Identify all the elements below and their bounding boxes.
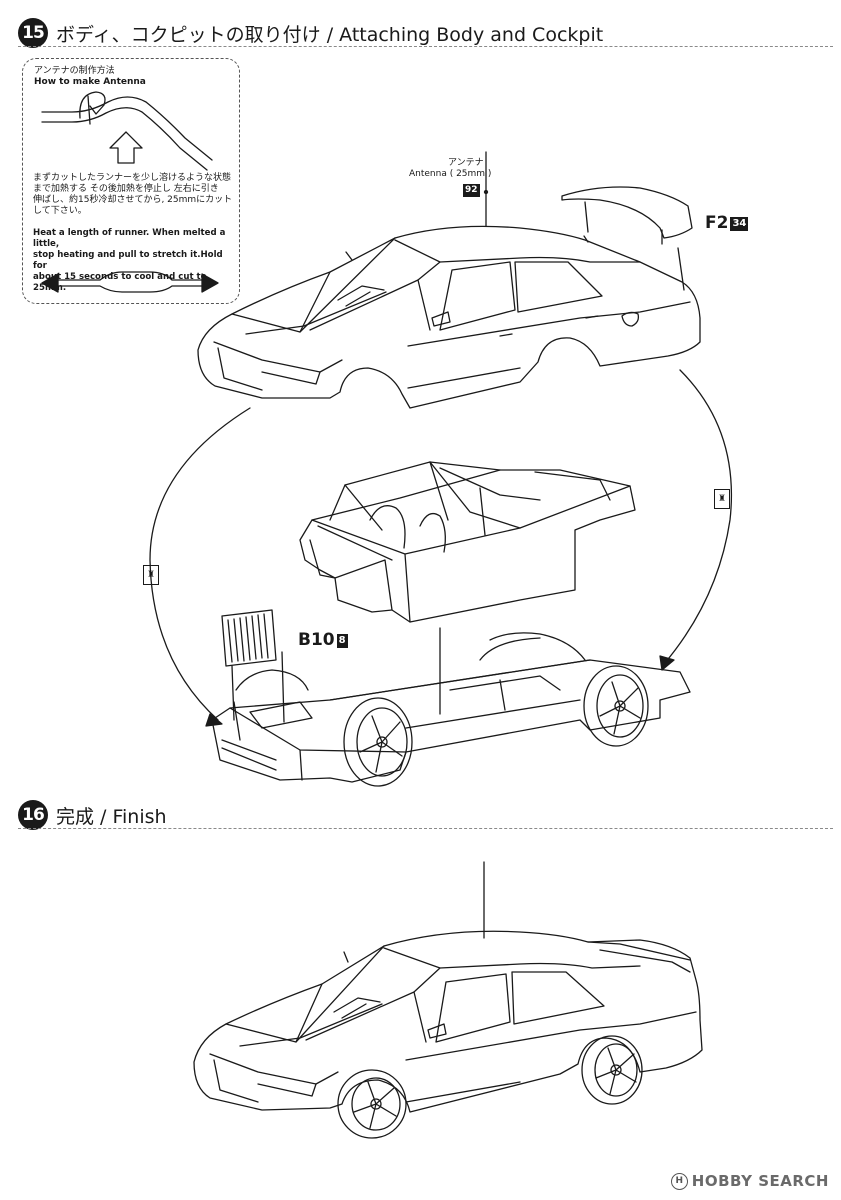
finished-car-body [193, 930, 703, 1113]
step-15-header: 15 ボディ、コクピットの取り付け / Attaching Body and C… [18, 18, 603, 48]
hobby-search-logo-text: HOBBY SEARCH [691, 1172, 829, 1190]
antenna-label-ja: アンテナ [448, 158, 484, 168]
radiator-part [221, 609, 285, 723]
chassis-part [211, 632, 691, 787]
antenna-howto-title-ja: アンテナの制作方法 [34, 66, 115, 76]
footer-watermark: H HOBBY SEARCH [670, 1172, 829, 1190]
hobby-search-logo-icon: H [670, 1172, 688, 1190]
antenna-howto-text-en-line: Heat a length of runner. When melted a l… [33, 228, 226, 249]
antenna-howto-text-en-line: stop heating and pull to stretch it.Hold… [33, 250, 223, 271]
antenna-howto-text-ja-line: して下さい。 [33, 206, 87, 216]
part-f2-badge: 34 [730, 217, 749, 231]
antenna-howto-callout [22, 58, 240, 304]
part-f2-code: F2 [705, 213, 729, 233]
antenna-howto-text-ja-line: まずカットしたランナーを少し溶けるような状態 [33, 173, 232, 183]
runner-stretch-diagram [41, 91, 219, 293]
step-16-divider [18, 828, 833, 829]
antenna-part-badge: 92 [461, 180, 480, 199]
step-15-title: ボディ、コクピットの取り付け / Attaching Body and Cock… [56, 23, 604, 46]
step-15-number: 15 [18, 18, 48, 48]
arrow-body-to-chassis-left [149, 407, 251, 721]
antenna-howto-title-en: How to make Antenna [34, 77, 146, 87]
arrow-body-to-chassis-right [663, 369, 733, 665]
part-b10-badge: 8 [336, 634, 348, 648]
antenna-label-en: Antenna ( 25mm ) [409, 169, 492, 179]
front-wheel [337, 1069, 407, 1139]
part-number-badge: 92 [463, 184, 480, 197]
cockpit-rollcage-part [299, 461, 636, 715]
step-15-divider [18, 46, 833, 47]
step-15-illustration [41, 91, 733, 787]
rear-wheel [581, 1035, 643, 1105]
antenna-howto-text-ja-line: 伸ばし、約15秒冷却させてから, 25mmにカット [33, 195, 233, 205]
step-16-header: 16 完成 / Finish [18, 800, 167, 830]
step-16-number: 16 [18, 800, 48, 830]
body-shell-part [197, 225, 701, 409]
cement-bottle-icon: ♜ [714, 489, 730, 509]
antenna-howto-text-ja-line: まで加熱する その後加熱を停止し 左右に引き [33, 184, 219, 194]
part-b10-code: B10 [298, 630, 335, 650]
step-16-title: 完成 / Finish [56, 805, 167, 828]
antenna-howto-text-ja: まずカットしたランナーを少し溶けるような状態 まで加熱する その後加熱を停止し … [33, 173, 238, 217]
